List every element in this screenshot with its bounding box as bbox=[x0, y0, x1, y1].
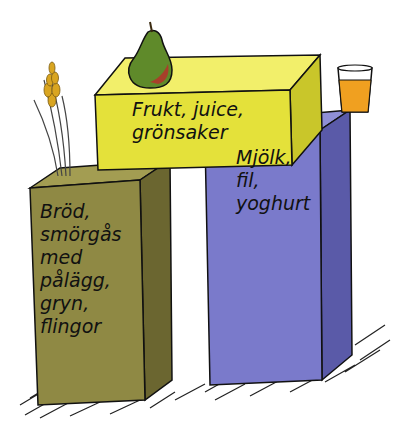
block-label: Bröd, smörgås med pålägg, gryn, flingor bbox=[40, 200, 136, 338]
food-block: Bröd, smörgås med pålägg, gryn, flingor bbox=[40, 200, 136, 338]
juice-glass bbox=[338, 65, 372, 112]
block-label: Frukt, juice, grönsaker bbox=[132, 98, 282, 144]
block-front bbox=[30, 180, 145, 405]
wheat-stalks bbox=[34, 76, 70, 176]
block-side bbox=[290, 55, 322, 165]
food-block: Frukt, juice, grönsaker bbox=[132, 98, 282, 144]
food-block: Mjölk, fil, yoghurt bbox=[236, 146, 318, 215]
pear bbox=[129, 22, 172, 88]
block-front bbox=[205, 130, 322, 385]
block-label: Mjölk, fil, yoghurt bbox=[236, 146, 318, 215]
block-side bbox=[320, 110, 352, 380]
wheat-ear bbox=[44, 62, 60, 107]
